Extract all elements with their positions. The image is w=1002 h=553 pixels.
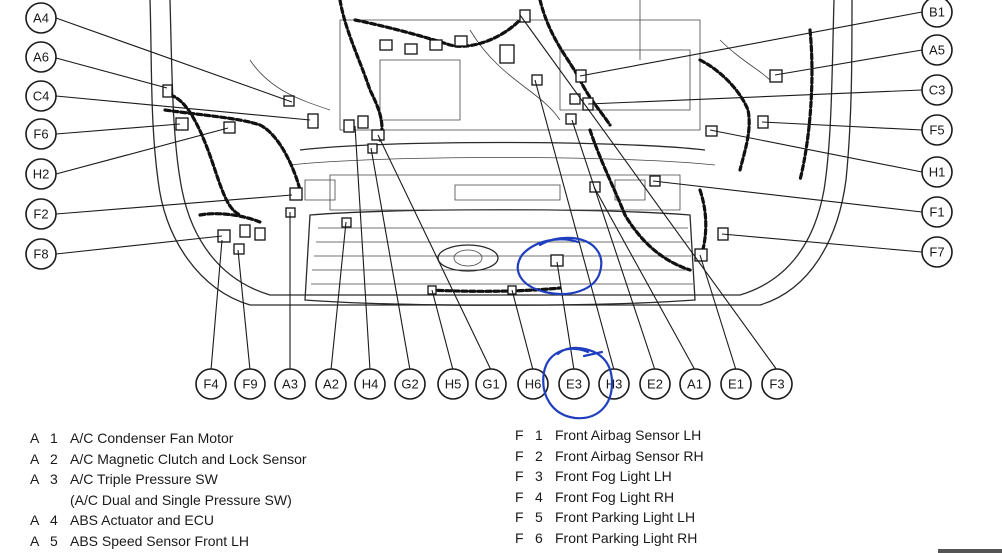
callout-label: C4 (33, 89, 50, 104)
legend-text: Front Airbag Sensor RH (555, 447, 704, 464)
callout-label: A4 (33, 11, 49, 26)
callout-a6: A6 (25, 41, 57, 73)
callout-label: H4 (362, 377, 379, 392)
callout-label: F9 (242, 377, 257, 392)
callout-label: E3 (566, 377, 582, 392)
callout-g1: G1 (475, 368, 507, 400)
callout-f7: F7 (921, 236, 953, 268)
callout-label: F5 (929, 123, 944, 138)
callout-h6: H6 (517, 368, 549, 400)
callout-label: C3 (929, 83, 946, 98)
callout-f2: F2 (25, 198, 57, 230)
legend-row: (A/C Dual and Single Pressure SW) (30, 490, 307, 511)
ink-tick-mark (582, 350, 604, 358)
callout-a1: A1 (679, 368, 711, 400)
ink-circle-e3 (542, 346, 614, 420)
callout-f5: F5 (921, 114, 953, 146)
vehicle-outline (149, 0, 853, 306)
callout-label: A2 (323, 377, 339, 392)
bottom-edge-rule (938, 549, 1002, 553)
legend-text: Front Parking Light LH (555, 509, 696, 526)
callout-h2: H2 (25, 158, 57, 190)
callout-label: H2 (33, 167, 50, 182)
legend-text: Front Airbag Sensor LH (555, 427, 702, 443)
connectors (162, 9, 783, 295)
legend-text: (A/C Dual and Single Pressure SW) (70, 491, 292, 508)
callout-label: F7 (929, 245, 944, 260)
legend-text: Front Fog Light RH (555, 488, 675, 505)
callout-label: A1 (687, 377, 703, 392)
callout-f9: F9 (234, 368, 266, 400)
callout-c4: C4 (25, 80, 57, 112)
legend-text: Front Parking Light RH (555, 529, 698, 546)
callout-h3: H3 (598, 368, 630, 400)
callout-a3: A3 (274, 368, 306, 400)
callout-label: H3 (606, 377, 623, 392)
legend-text: ABS Speed Sensor Front LH (70, 532, 249, 549)
leader-lines (55, 11, 923, 371)
callout-label: F1 (929, 205, 944, 220)
callout-label: A5 (929, 43, 945, 58)
callout-h5: H5 (437, 368, 469, 400)
callout-f4: F4 (195, 368, 227, 400)
callout-a5: A5 (921, 34, 953, 66)
legend-text: A/C Triple Pressure SW (70, 471, 218, 488)
callout-label: F2 (33, 207, 48, 222)
callout-f8: F8 (25, 238, 57, 270)
callout-label: F6 (33, 127, 48, 142)
callout-label: F8 (33, 247, 48, 262)
callout-e1: E1 (720, 368, 752, 400)
legend-text: A/C Condenser Fan Motor (70, 430, 234, 446)
callout-label: A6 (33, 50, 49, 65)
callout-f3: F3 (761, 368, 793, 400)
callout-e2: E2 (639, 368, 671, 400)
callout-a2: A2 (315, 368, 347, 400)
callout-h4: H4 (354, 368, 386, 400)
wire-harnesses (163, 0, 814, 293)
callout-f1: F1 (921, 196, 953, 228)
ink-circle-connector (516, 236, 603, 296)
callout-h1: H1 (921, 156, 953, 188)
callout-label: E2 (647, 377, 663, 392)
legend-text: Front Fog Light LH (555, 468, 672, 485)
hand-drawn-annotations (516, 236, 614, 420)
callout-label: H6 (525, 377, 542, 392)
callout-f6: F6 (25, 118, 57, 150)
callout-label: B1 (929, 5, 945, 20)
legend-text: A/C Magnetic Clutch and Lock Sensor (70, 450, 307, 467)
callout-label: H1 (929, 165, 946, 180)
callout-label: E1 (728, 377, 744, 392)
callout-g2: G2 (394, 368, 426, 400)
callout-c3: C3 (921, 74, 953, 106)
callout-label: H5 (445, 377, 462, 392)
callout-label: A3 (282, 377, 298, 392)
callout-label: G2 (401, 377, 418, 392)
callout-b1: B1 (921, 0, 953, 28)
callout-label: G1 (482, 377, 499, 392)
callout-label: F3 (769, 377, 784, 392)
callout-e3: E3 (558, 368, 590, 400)
legend-text: ABS Actuator and ECU (70, 512, 214, 529)
callout-a4: A4 (25, 2, 57, 34)
callout-label: F4 (203, 377, 218, 392)
